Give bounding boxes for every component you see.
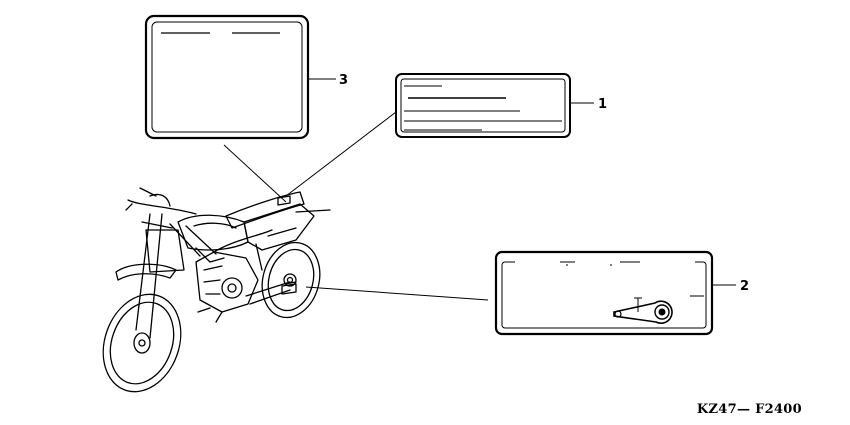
callout-2-number: 2 [740,279,749,294]
label-1-plate [396,74,570,137]
rear-wheel-icon [254,236,328,324]
front-wheel-icon [90,283,194,402]
callout-2: 2 [713,279,749,294]
chain-adjuster-icon [614,298,672,323]
callout-1-number: 1 [598,97,607,112]
label-2-plate [496,252,712,334]
leader-1 [286,112,396,196]
diagram-code: KZ47— F2400 [696,402,802,417]
label-3-plate [146,16,308,138]
callout-3-number: 3 [339,73,348,88]
leader-2 [306,287,488,300]
callout-3: 3 [309,73,348,88]
callout-1: 1 [571,97,607,112]
leader-3 [224,145,286,202]
motorcycle-illustration [90,188,330,403]
